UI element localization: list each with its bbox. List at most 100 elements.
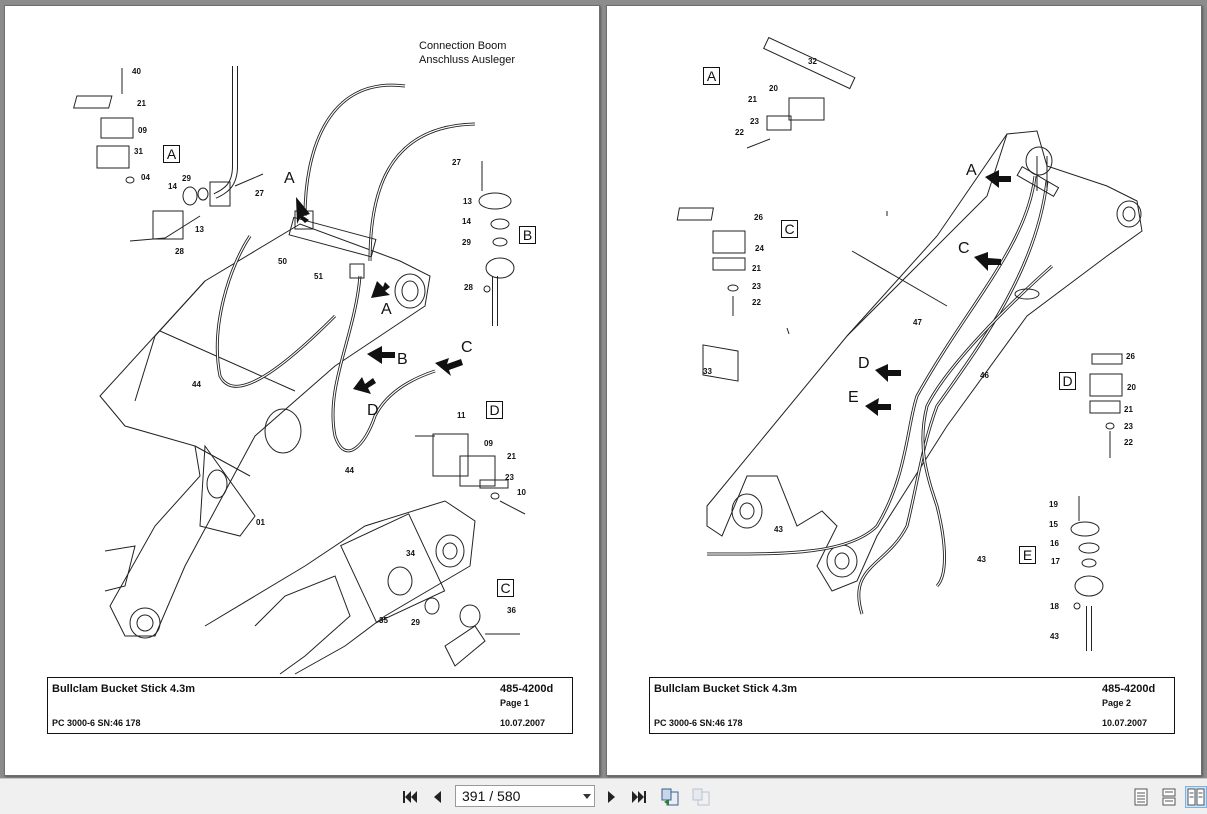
callout-20-d: 20 <box>1127 383 1136 392</box>
callout-22-c: 22 <box>752 298 761 307</box>
connection-boom-note: Connection Boom <box>419 40 507 52</box>
callout-21-d: 21 <box>1124 405 1133 414</box>
callout-23-d: 23 <box>1124 422 1133 431</box>
arrow-label-a-2: A <box>381 301 392 318</box>
detail-box-d: D <box>486 401 503 419</box>
model-serial: PC 3000-6 SN:46 178 <box>52 718 141 728</box>
callout-29: 29 <box>182 174 191 183</box>
callout-23-c: 23 <box>752 282 761 291</box>
callout-50: 50 <box>278 257 287 266</box>
single-page-view-icon <box>1134 788 1148 806</box>
first-page-icon <box>403 791 417 803</box>
callout-29-c: 29 <box>411 618 420 627</box>
arrow-label-e-p2: E <box>848 389 859 406</box>
callout-43-c: 43 <box>1050 632 1059 641</box>
go-forward-view-button[interactable] <box>691 787 711 807</box>
detail-box-a-p2: A <box>703 67 720 85</box>
callout-21-a: 21 <box>748 95 757 104</box>
last-page-icon <box>632 791 646 803</box>
callout-35: 35 <box>379 616 388 625</box>
document-page-2: A C D E A C D E 32 20 21 23 22 26 24 21 … <box>606 5 1202 776</box>
detail-box-d-p2: D <box>1059 372 1076 390</box>
callout-27-b: 27 <box>452 158 461 167</box>
callout-17: 17 <box>1051 557 1060 566</box>
callout-22-d: 22 <box>1124 438 1133 447</box>
go-back-view-icon <box>661 788 679 806</box>
arrow-label-b: B <box>397 351 408 368</box>
model-serial: PC 3000-6 SN:46 178 <box>654 718 743 728</box>
callout-21-c: 21 <box>752 264 761 273</box>
go-back-view-button[interactable] <box>660 787 680 807</box>
previous-page-icon <box>434 791 441 803</box>
callout-26-c: 26 <box>754 213 763 222</box>
callout-43-b: 43 <box>977 555 986 564</box>
part-number: 485-4200d <box>500 683 554 695</box>
callout-36: 36 <box>507 606 516 615</box>
callout-44: 44 <box>192 380 201 389</box>
two-page-view-icon <box>1187 788 1205 806</box>
detail-box-a: A <box>163 145 180 163</box>
arrow-label-a: A <box>284 170 295 187</box>
callout-09-d: 09 <box>484 439 493 448</box>
continuous-view-button[interactable] <box>1158 786 1180 808</box>
drawing-title: Bullclam Bucket Stick 4.3m <box>654 683 798 695</box>
callout-15: 15 <box>1049 520 1058 529</box>
document-viewport[interactable]: Connection Boom Anschluss Ausleger A B C… <box>0 0 1207 778</box>
callout-40: 40 <box>132 67 141 76</box>
go-forward-view-icon <box>692 788 710 806</box>
detail-box-c: C <box>497 579 514 597</box>
callout-46: 46 <box>980 371 989 380</box>
part-number: 485-4200d <box>1102 683 1156 695</box>
callout-44-2: 44 <box>345 466 354 475</box>
first-page-button[interactable] <box>400 787 420 807</box>
parts-diagram-page-1 <box>73 66 526 675</box>
callout-18: 18 <box>1050 602 1059 611</box>
detail-box-b: B <box>519 226 536 244</box>
connection-boom-note-german: Anschluss Ausleger <box>419 54 515 66</box>
title-block-page-2: Bullclam Bucket Stick 4.3m 485-4200d Pag… <box>649 677 1175 734</box>
callout-21: 21 <box>137 99 146 108</box>
title-block-page-1: Bullclam Bucket Stick 4.3m 485-4200d Pag… <box>47 677 573 734</box>
callout-29-b: 29 <box>462 238 471 247</box>
callout-13-b: 13 <box>463 197 472 206</box>
callout-19: 19 <box>1049 500 1058 509</box>
arrow-label-a-p2: A <box>966 162 977 179</box>
callout-13: 13 <box>195 225 204 234</box>
navigation-toolbar: 391 / 580 <box>0 778 1207 814</box>
callout-28-b: 28 <box>464 283 473 292</box>
previous-page-button[interactable] <box>427 787 447 807</box>
callout-10: 10 <box>517 488 526 497</box>
callout-51: 51 <box>314 272 323 281</box>
callout-20: 20 <box>769 84 778 93</box>
drawing-date: 10.07.2007 <box>500 718 546 728</box>
arrow-label-d: D <box>367 402 379 419</box>
callout-47: 47 <box>913 318 922 327</box>
callout-22-a: 22 <box>735 128 744 137</box>
chevron-down-icon <box>583 794 591 799</box>
callout-33: 33 <box>703 367 712 376</box>
page-indicator: 391 / 580 <box>462 788 521 804</box>
arrow-label-c: C <box>461 339 473 356</box>
page-label: Page 2 <box>1102 698 1132 708</box>
arrow-label-d-p2: D <box>858 355 870 372</box>
callout-24: 24 <box>755 244 764 253</box>
page-number-select[interactable]: 391 / 580 <box>455 785 595 807</box>
document-page-1: Connection Boom Anschluss Ausleger A B C… <box>4 5 600 776</box>
drawing-title: Bullclam Bucket Stick 4.3m <box>52 683 196 695</box>
callout-28: 28 <box>175 247 184 256</box>
callout-14: 14 <box>168 182 177 191</box>
page-label: Page 1 <box>500 698 530 708</box>
parts-diagram-page-2 <box>676 36 1143 651</box>
callout-23-a: 23 <box>750 117 759 126</box>
detail-box-e-p2: E <box>1019 546 1036 564</box>
next-page-button[interactable] <box>602 787 622 807</box>
callout-04: 04 <box>141 173 150 182</box>
callout-09: 09 <box>138 126 147 135</box>
single-page-view-button[interactable] <box>1130 786 1152 808</box>
last-page-button[interactable] <box>629 787 649 807</box>
callout-43-a: 43 <box>774 525 783 534</box>
drawing-date: 10.07.2007 <box>1102 718 1148 728</box>
callout-14-b: 14 <box>462 217 471 226</box>
two-page-view-button[interactable] <box>1185 786 1207 808</box>
callout-16: 16 <box>1050 539 1059 548</box>
